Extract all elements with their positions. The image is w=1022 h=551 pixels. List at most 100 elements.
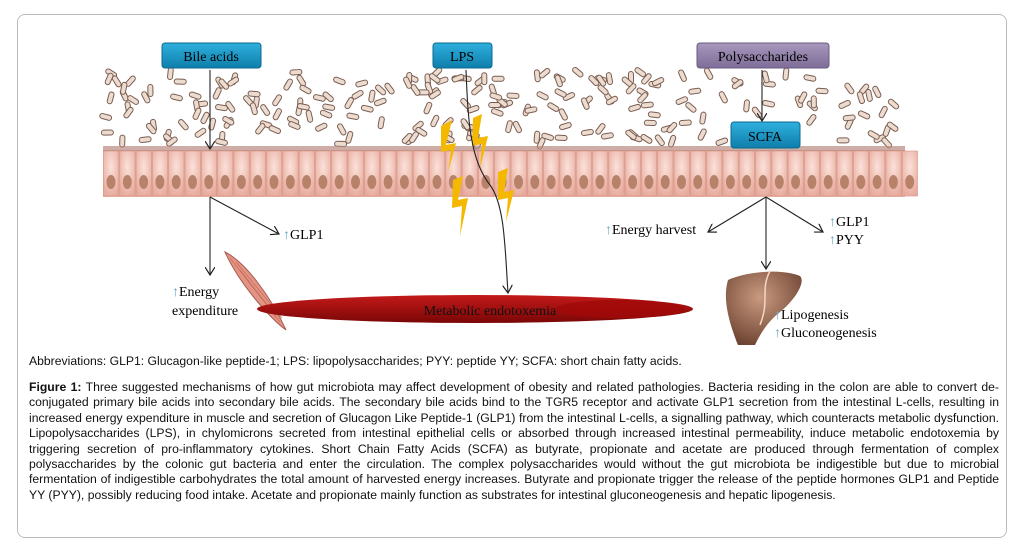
bacterium: [488, 102, 502, 108]
bacterium: [260, 104, 271, 116]
bacterium: [715, 137, 729, 146]
bacterium: [227, 76, 240, 87]
bacterium: [731, 79, 744, 90]
bacterium: [533, 130, 541, 144]
bacterium: [123, 106, 134, 119]
cell-nucleus: [562, 175, 572, 189]
cell-nucleus: [465, 175, 475, 189]
bacterium: [699, 111, 707, 125]
bacterium: [761, 70, 770, 84]
metabolic-endotoxemia-label: Metabolic endotoxemia: [424, 304, 557, 319]
bacterium: [810, 95, 817, 109]
bacterium: [641, 73, 652, 85]
cell-nucleus: [432, 175, 442, 189]
cell-nucleus: [742, 175, 752, 189]
cell-nucleus: [644, 175, 654, 189]
cell-nucleus: [481, 175, 491, 189]
bacterium: [643, 119, 657, 127]
bacterium: [600, 132, 614, 140]
bacterium: [188, 91, 202, 100]
bacterium: [106, 91, 115, 105]
svg-text:↑Energy harvest: ↑Energy harvest: [605, 223, 696, 238]
cell-nucleus: [253, 175, 263, 189]
bacterium: [678, 69, 687, 82]
bacterium: [651, 77, 665, 87]
bacterium: [559, 122, 572, 131]
bacterium: [99, 112, 113, 121]
cell-nucleus: [840, 175, 849, 189]
bacterium: [384, 82, 395, 95]
lightning-icon: [441, 114, 514, 236]
cell-nucleus: [628, 175, 638, 189]
epithelial-cell: [233, 150, 250, 197]
bacterium: [798, 91, 808, 104]
epithelial-cell: [331, 150, 348, 197]
bacterium: [167, 67, 174, 80]
svg-text:↑Energy: ↑Energy: [172, 285, 219, 300]
bacterium: [605, 72, 614, 86]
abbreviations: Abbreviations: GLP1: Glucagon-like pepti…: [29, 354, 682, 368]
epithelial-cell: [461, 150, 478, 197]
bacterium: [647, 111, 661, 119]
bacterium: [782, 67, 790, 81]
bacterium: [580, 97, 590, 110]
bacterium: [562, 92, 576, 101]
cell-nucleus: [872, 175, 882, 189]
bacterium: [403, 76, 413, 89]
bacterium: [272, 94, 283, 107]
svg-text:SCFA: SCFA: [748, 130, 783, 145]
bacterium: [872, 85, 882, 99]
bacterium: [315, 122, 328, 132]
bacterium: [667, 134, 677, 148]
bacterium: [803, 74, 817, 82]
bacterium: [289, 69, 303, 76]
pyy-label: PYY: [836, 233, 864, 248]
bacterium: [588, 75, 600, 87]
glp1-right-label: GLP1: [836, 215, 869, 230]
epithelial-cell: [657, 150, 674, 197]
bacterium: [596, 74, 607, 87]
bacterium: [654, 134, 665, 147]
bacterium: [322, 103, 336, 111]
bacterium: [247, 90, 261, 98]
bacterium: [173, 78, 187, 85]
bacterium: [141, 91, 151, 104]
bacterium: [178, 119, 189, 131]
bacterium: [512, 120, 522, 134]
bacterium: [466, 105, 480, 114]
bacterium: [751, 106, 763, 119]
bacterium: [481, 72, 488, 86]
bacterium: [838, 99, 851, 109]
bacterium: [703, 67, 714, 80]
lps-box: LPS: [432, 42, 493, 69]
bacterium: [127, 95, 140, 105]
cell-nucleus: [367, 175, 377, 189]
bacterium: [283, 78, 294, 91]
bacterium: [333, 76, 346, 86]
svg-text:expenditure: expenditure: [172, 304, 238, 319]
bacterium: [554, 74, 563, 88]
scfa-box: SCFA: [730, 121, 801, 149]
blood-vessel: Metabolic endotoxemia: [257, 295, 693, 323]
caption-text: Three suggested mechanisms of how gut mi…: [29, 380, 999, 502]
bacterium: [836, 137, 850, 144]
bacteria-layer: [99, 66, 900, 150]
bacterium: [857, 110, 871, 120]
bacterium: [506, 92, 520, 100]
epithelial-cell: [168, 150, 185, 197]
polysaccharides-box: Polysaccharides: [696, 42, 830, 69]
epithelial-cell: [836, 150, 853, 197]
bacterium: [666, 121, 678, 134]
epithelial-cell: [119, 150, 136, 197]
cell-nucleus: [823, 175, 833, 189]
epithelial-cell: [722, 150, 739, 197]
bacterium: [319, 109, 333, 119]
bacterium: [296, 103, 310, 111]
bacterium: [429, 89, 441, 100]
pathway-arrows: [210, 69, 823, 293]
bacterium: [536, 91, 549, 101]
bacterium: [377, 116, 385, 130]
bacterium: [346, 112, 360, 120]
epithelial-cell: [869, 150, 886, 197]
epithelial-cell: [217, 150, 234, 197]
